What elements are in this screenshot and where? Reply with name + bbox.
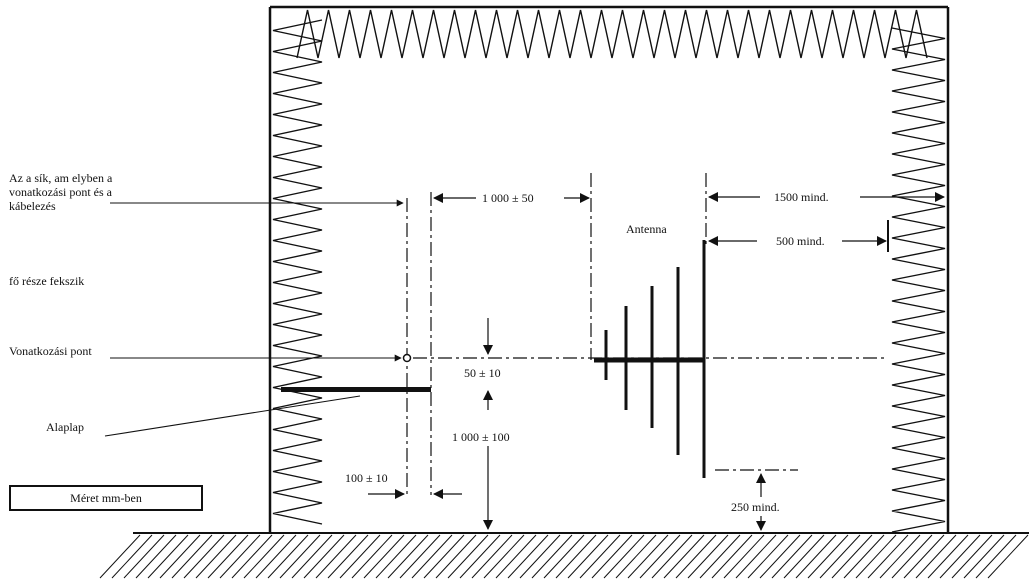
dim-height-offset: 50 ± 10 [464,366,501,380]
ground-floor [99,532,1029,579]
ground-plane-bar [281,387,431,392]
plane-label-line1: Az a sík, am elyben a [9,171,113,185]
dim-table-height: 1 000 ± 100 [452,430,510,444]
plane-label-line4: fő része fekszik [9,274,85,288]
units-legend-box: Méret mm-ben [9,485,203,511]
reference-point-marker [402,353,412,363]
dim-cable-offset: 100 ± 10 [345,471,388,485]
reference-point-label: Vonatkozási pont [9,344,92,358]
dimension-arrows [368,192,945,531]
absorber-cones [272,9,946,533]
ground-plane-label: Alaplap [46,420,84,434]
shielded-chamber [268,5,950,533]
dim-antenna-distance: 1 000 ± 50 [482,191,534,205]
dim-antenna-to-wall: 500 mind. [776,234,825,248]
plane-label-line3: kábelezés [9,199,56,213]
dim-floor-clearance: 250 mind. [731,500,780,514]
plane-label-line2: vonatkozási pont és a [9,185,112,199]
antenna [594,240,706,478]
antenna-label: Antenna [626,222,667,236]
plane-label: Az a sík, am elyben a vonatkozási pont é… [9,171,219,213]
units-legend-text: Méret mm-ben [70,491,142,505]
dash-dot-reference-lines [406,173,885,495]
leader-lines [104,199,404,437]
dim-wall-distance: 1500 mind. [774,190,829,204]
